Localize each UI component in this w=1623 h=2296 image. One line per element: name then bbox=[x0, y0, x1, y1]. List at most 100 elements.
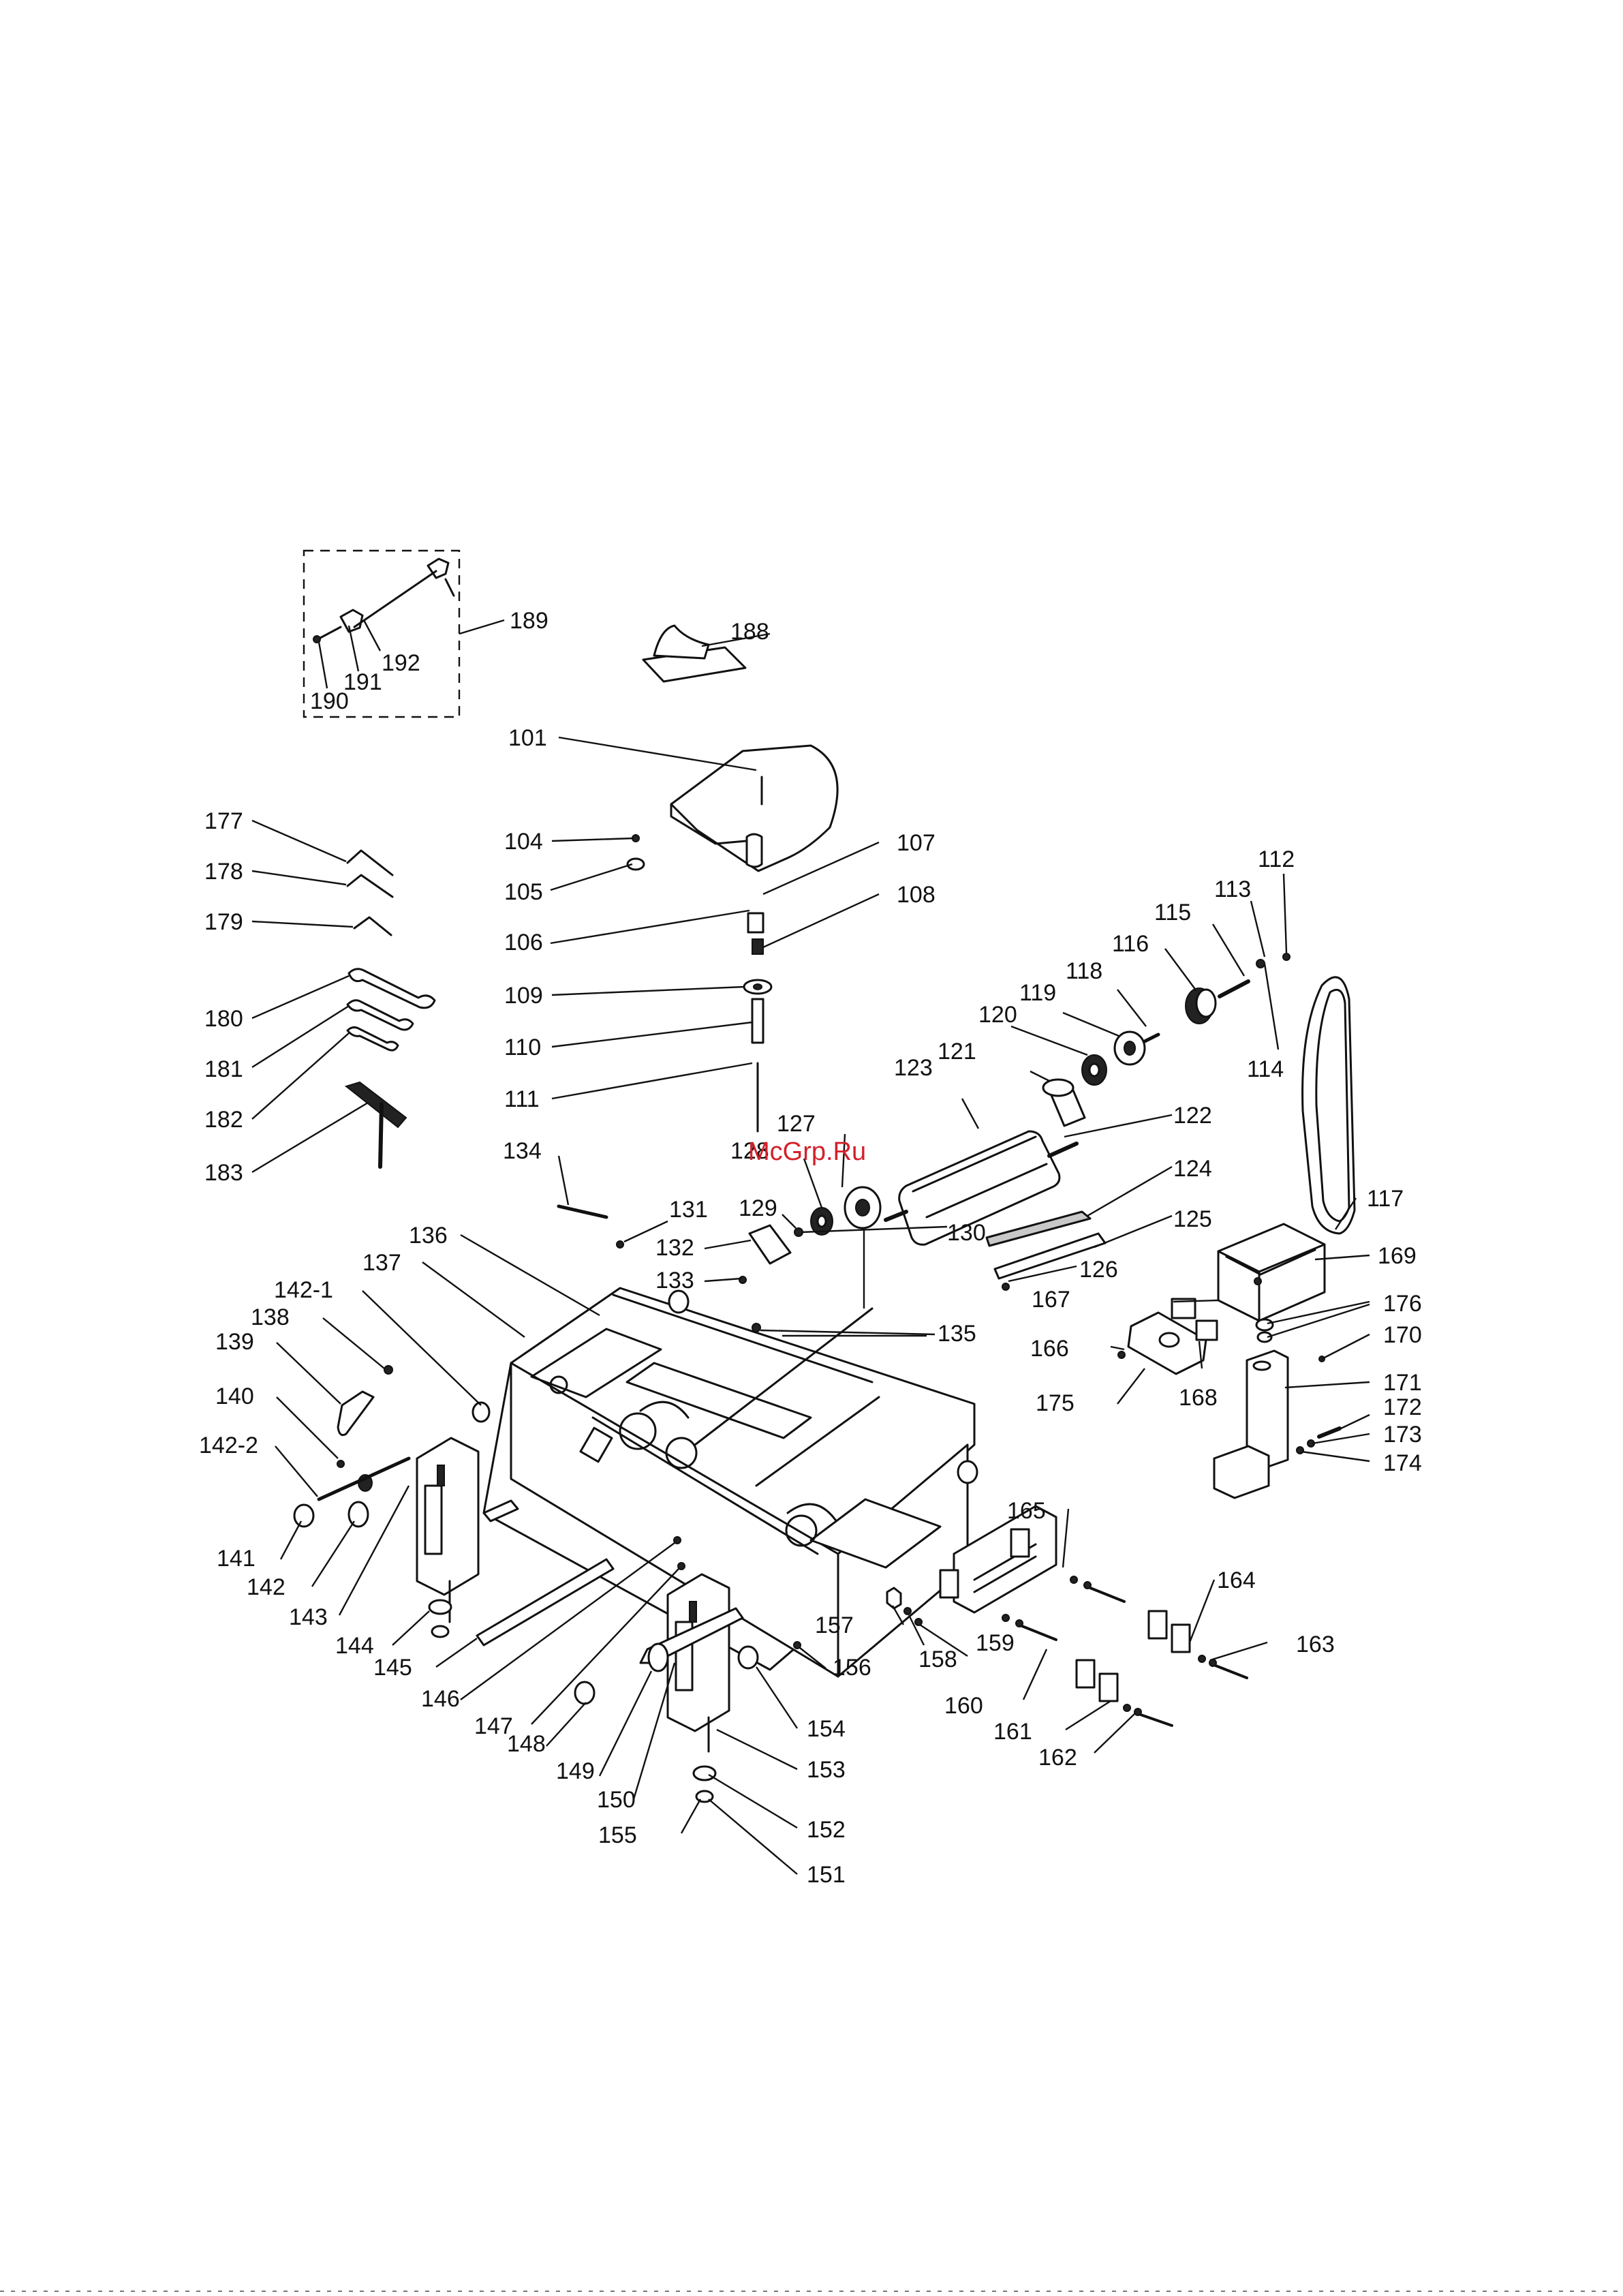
callout-155: 155 bbox=[598, 1822, 637, 1848]
callout-148: 148 bbox=[507, 1731, 546, 1757]
wrench-182 bbox=[346, 1026, 399, 1052]
bumper-right bbox=[957, 1460, 978, 1484]
callout-191: 191 bbox=[343, 669, 382, 695]
callout-158: 158 bbox=[918, 1647, 957, 1672]
callout-165: 165 bbox=[1007, 1498, 1046, 1524]
bracket-157 bbox=[886, 1587, 902, 1610]
callout-128: 128 bbox=[730, 1138, 769, 1164]
callout-150: 150 bbox=[597, 1787, 636, 1813]
washer-105 bbox=[626, 857, 645, 871]
knob-149 bbox=[574, 1681, 596, 1705]
callout-174: 174 bbox=[1383, 1450, 1422, 1476]
base-frame-136 bbox=[422, 1234, 978, 1678]
rod-145 bbox=[476, 1558, 615, 1647]
callout-143: 143 bbox=[289, 1604, 328, 1630]
callout-183: 183 bbox=[204, 1160, 243, 1186]
callout-107: 107 bbox=[897, 830, 936, 856]
callout-180: 180 bbox=[204, 1006, 243, 1032]
nut-131 bbox=[616, 1240, 624, 1249]
callout-175: 175 bbox=[1036, 1390, 1075, 1416]
callout-172: 172 bbox=[1383, 1394, 1422, 1420]
kit-189-group bbox=[303, 549, 505, 718]
callout-147: 147 bbox=[474, 1713, 513, 1739]
callout-142-2: 142-2 bbox=[199, 1433, 258, 1458]
screw-174 bbox=[1296, 1446, 1304, 1454]
callout-173: 173 bbox=[1383, 1422, 1422, 1448]
screw-147 bbox=[673, 1536, 681, 1544]
callout-171: 171 bbox=[1383, 1370, 1422, 1396]
callout-154: 154 bbox=[807, 1716, 846, 1742]
callout-139: 139 bbox=[215, 1329, 254, 1355]
callout-189: 189 bbox=[510, 608, 548, 634]
callout-131: 131 bbox=[669, 1197, 708, 1223]
callout-120: 120 bbox=[978, 1002, 1017, 1028]
wrench-180 bbox=[347, 968, 436, 1009]
nut-176a bbox=[1255, 1318, 1274, 1332]
base-front-side bbox=[510, 1362, 839, 1678]
gear-154 bbox=[737, 1645, 759, 1670]
screw-133 bbox=[739, 1276, 747, 1284]
screw-166 bbox=[1117, 1351, 1126, 1359]
callout-162: 162 bbox=[1038, 1745, 1077, 1771]
callout-151: 151 bbox=[807, 1862, 846, 1888]
callout-137: 137 bbox=[362, 1250, 401, 1276]
callout-169: 169 bbox=[1378, 1243, 1417, 1269]
callout-129: 129 bbox=[739, 1195, 777, 1221]
cover-plates bbox=[886, 1505, 1268, 1754]
callout-146: 146 bbox=[421, 1686, 460, 1712]
post-foot bbox=[1213, 1445, 1270, 1499]
clamp-161 bbox=[1075, 1659, 1096, 1689]
screw-126 bbox=[1002, 1283, 1010, 1291]
lever-139 bbox=[337, 1390, 375, 1437]
tools-group bbox=[251, 819, 436, 1174]
kit-rod bbox=[353, 570, 437, 628]
kit-end-fitting-top bbox=[427, 557, 450, 579]
callout-124: 124 bbox=[1173, 1156, 1212, 1182]
callout-144: 144 bbox=[335, 1633, 374, 1659]
washer-113 bbox=[1256, 959, 1265, 968]
hex-key-179 bbox=[353, 916, 392, 936]
callout-105: 105 bbox=[504, 879, 543, 905]
callout-113: 113 bbox=[1214, 876, 1251, 902]
blade-guard-assembly bbox=[550, 736, 880, 1133]
callout-177: 177 bbox=[204, 808, 243, 834]
callout-118: 118 bbox=[1066, 958, 1102, 984]
callout-157: 157 bbox=[815, 1612, 854, 1638]
callout-104: 104 bbox=[504, 829, 543, 855]
handwheel-hub-142 bbox=[347, 1501, 369, 1528]
callout-178: 178 bbox=[204, 859, 243, 885]
bracket-right bbox=[666, 1573, 730, 1732]
push-block-188 bbox=[642, 624, 771, 683]
blade-guard-101 bbox=[670, 744, 839, 872]
screw-158 bbox=[903, 1607, 912, 1615]
kit-pin bbox=[313, 635, 321, 643]
callout-142: 142 bbox=[247, 1574, 285, 1600]
callout-181: 181 bbox=[204, 1056, 243, 1082]
screw-148 bbox=[677, 1562, 685, 1570]
key-118 bbox=[1143, 1032, 1160, 1043]
callout-164: 164 bbox=[1217, 1567, 1256, 1593]
gear-142-1 bbox=[472, 1401, 491, 1423]
callout-142-1: 142-1 bbox=[274, 1277, 333, 1303]
callout-176: 176 bbox=[1383, 1291, 1422, 1317]
push-block-handle bbox=[653, 624, 710, 660]
switch-168 bbox=[1195, 1319, 1218, 1341]
hex-key-178 bbox=[346, 874, 394, 898]
callout-167: 167 bbox=[1032, 1287, 1070, 1313]
callout-166: 166 bbox=[1030, 1336, 1069, 1362]
callout-110: 110 bbox=[504, 1035, 541, 1060]
plate-132 bbox=[748, 1224, 792, 1265]
nut-176b bbox=[1256, 1331, 1273, 1343]
drive-belt-117 bbox=[1301, 976, 1356, 1235]
callout-114: 114 bbox=[1247, 1056, 1284, 1082]
callout-117: 117 bbox=[1367, 1186, 1404, 1212]
callout-163: 163 bbox=[1296, 1632, 1335, 1657]
kit-end-fitting-bottom bbox=[339, 609, 364, 633]
callout-135: 135 bbox=[938, 1321, 976, 1347]
shaft-111 bbox=[751, 998, 764, 1044]
callout-153: 153 bbox=[807, 1757, 846, 1783]
knob-141 bbox=[293, 1503, 315, 1528]
callout-149: 149 bbox=[556, 1758, 595, 1784]
screw-156 bbox=[793, 1641, 801, 1649]
callout-192: 192 bbox=[382, 650, 420, 676]
